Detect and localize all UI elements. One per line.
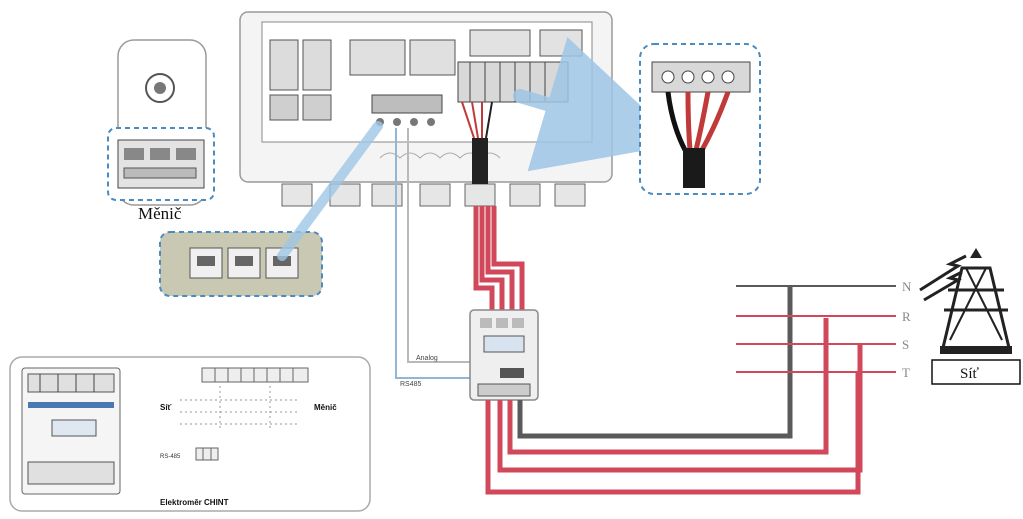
grid-label: Síť	[960, 366, 980, 382]
left-inverter-unit	[107, 39, 215, 206]
inset-meter-label: Elektroměr CHINT	[160, 498, 229, 507]
power-tower-icon	[940, 248, 1012, 354]
terminal-zoom-detail	[639, 43, 761, 195]
phase-s-label: S	[902, 337, 909, 352]
inverter-output-cable	[461, 101, 493, 184]
signal-wire-label-1: Analog	[416, 355, 438, 362]
signal-wire-label-2: RS485	[400, 381, 422, 388]
inset-rs485-label: RS-485	[160, 454, 181, 460]
left-inverter-label: Měnič	[138, 204, 182, 223]
inset-grid-label: Síť	[160, 403, 172, 412]
signal-cable	[395, 128, 490, 379]
lightning-icon	[919, 254, 967, 302]
phase-t-label: T	[902, 365, 910, 380]
grid-label-box	[931, 359, 1021, 385]
inset-inverter-label: Měnič	[314, 403, 337, 412]
meter-to-grid-wires	[485, 286, 863, 495]
phase-r-label: R	[902, 309, 911, 324]
grid-busbars	[736, 285, 896, 373]
phase-n-label: N	[902, 279, 912, 294]
energy-meter	[469, 309, 539, 401]
inverter-to-meter-cable	[473, 206, 525, 312]
signal-highlight-beam	[277, 121, 383, 261]
zoom-arrow	[513, 37, 682, 172]
meter-wiring-inset	[9, 356, 371, 512]
